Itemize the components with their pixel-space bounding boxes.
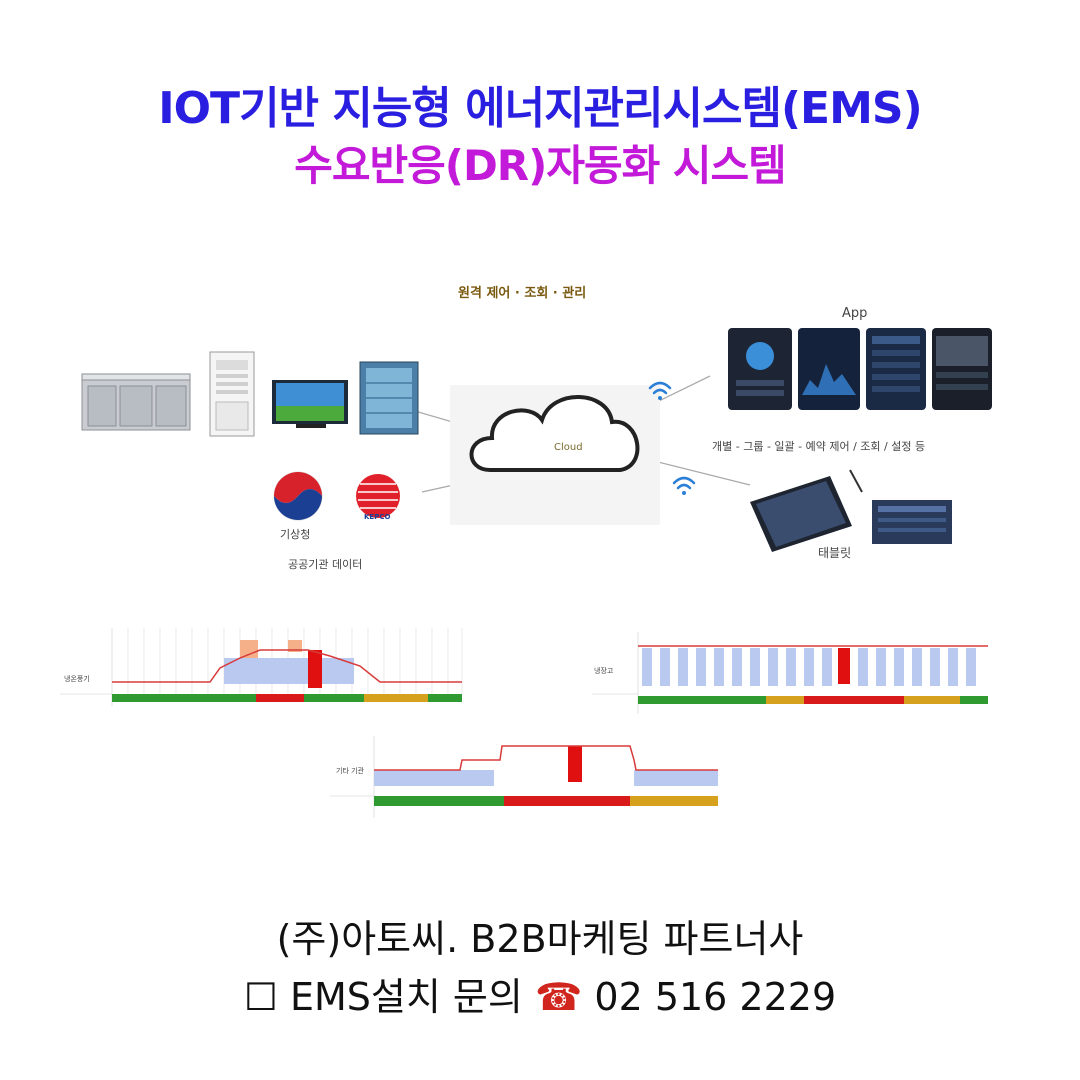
kma-logo-icon — [273, 471, 323, 521]
chart3-dr-block — [568, 746, 582, 782]
kepco-logo-icon — [356, 474, 400, 518]
cloud-icon — [450, 385, 660, 525]
schedule-chart-3-graphic — [330, 736, 718, 818]
telephone-icon: ☎ — [534, 975, 583, 1019]
wifi-icon — [648, 381, 672, 400]
kepco-label: KEPCO — [364, 513, 391, 521]
tablet-label: 태블릿 — [818, 546, 852, 560]
app-screens — [728, 328, 992, 410]
chart2-ylabel: 냉장고 — [594, 667, 614, 675]
schedule-chart-1-graphic — [60, 628, 463, 706]
phone-number[interactable]: 02 516 2229 — [594, 975, 837, 1019]
chart1-ylabel: 냉온풍기 — [64, 675, 90, 683]
contact-line: ☐ EMS설치 문의 ☎ 02 516 2229 — [0, 966, 1080, 1021]
diagram-graphics — [81, 328, 992, 552]
chart3-ylabel: 기타 기관 — [336, 767, 364, 775]
checkbox-icon: ☐ — [243, 975, 278, 1019]
cloud-label: Cloud — [554, 442, 583, 453]
chart2-dr-block — [838, 648, 850, 684]
chart1-peak-bar — [240, 640, 258, 658]
remote-control-caption: 원격 제어 · 조회 · 관리 — [458, 286, 587, 301]
chart1-dr-block — [308, 650, 322, 688]
tv-icon — [272, 380, 348, 428]
schedule-chart-1: 냉온풍기 — [60, 628, 470, 718]
schedule-chart-3: 기타 기관 — [330, 736, 730, 822]
schedule-chart-2: 냉장고 — [592, 632, 1002, 720]
chart2-usage-bars — [642, 648, 976, 686]
page-title: IOT기반 지능형 에너지관리시스템(EMS) — [158, 83, 922, 134]
control-caption: 개별 - 그룹 - 일괄 - 예약 제어 / 조회 / 설정 등 — [712, 440, 926, 453]
chart1-setpoint-line — [112, 649, 462, 683]
chart3-setpoint-line — [374, 745, 718, 771]
air-conditioner-icon — [209, 351, 255, 437]
chart1-peak-bar — [288, 640, 302, 652]
kma-label: 기상청 — [280, 528, 311, 541]
chart3-usage-bar — [634, 770, 718, 786]
contact-text: EMS설치 문의 — [290, 975, 523, 1019]
chart3-usage-bar — [374, 770, 494, 786]
chart1-usage-bar — [224, 658, 354, 684]
system-diagram: 원격 제어 · 조회 · 관리 — [60, 270, 1020, 580]
company-partner-line: (주)아토씨. B2B마케팅 파트너사 — [276, 917, 804, 961]
schedule-chart-2-graphic — [592, 632, 988, 714]
tablet-icon — [750, 469, 952, 552]
glass-fridge-icon — [359, 361, 419, 435]
page-subtitle: 수요반응(DR)자동화 시스템 — [294, 141, 787, 190]
public-data-label: 공공기관 데이터 — [288, 558, 363, 571]
app-label: App — [842, 306, 868, 321]
wifi-icon — [672, 476, 696, 495]
fridge-counter-icon — [81, 373, 191, 431]
